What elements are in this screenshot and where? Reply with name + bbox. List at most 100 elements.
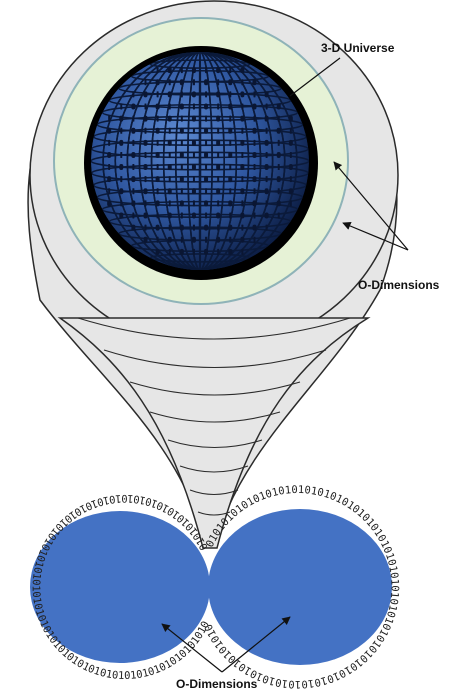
sphere-bit — [156, 115, 159, 122]
sphere-bit — [144, 79, 147, 86]
sphere-bit — [131, 127, 136, 134]
sphere-bit — [168, 224, 171, 231]
sphere-longitude — [138, 52, 262, 270]
sphere-bit — [240, 236, 245, 243]
sphere-bit — [253, 236, 256, 243]
sphere-bit — [216, 212, 221, 219]
sphere-bit — [216, 67, 221, 74]
sphere-bit — [240, 115, 245, 122]
sphere-bit — [191, 139, 196, 146]
sphere-bit — [228, 176, 233, 183]
sphere-bit — [228, 79, 233, 86]
sphere-bit — [132, 188, 135, 195]
sphere-bit — [156, 164, 159, 171]
sphere-bit — [241, 200, 244, 207]
sphere-bit — [167, 164, 172, 171]
sphere-bit — [167, 67, 172, 74]
sphere-bit — [131, 103, 136, 110]
sphere-bit — [265, 127, 268, 134]
sphere-bit — [204, 103, 209, 110]
sphere-bit — [180, 139, 183, 146]
sphere-longitude — [162, 52, 238, 270]
sphere-longitude — [174, 52, 226, 270]
label-universe: 3-D Universe — [321, 41, 395, 55]
sphere-bit — [155, 151, 160, 158]
sphere-bit — [143, 164, 148, 171]
sphere-bit — [204, 200, 209, 207]
sphere-bit — [240, 67, 245, 74]
sphere-bit — [276, 200, 281, 207]
sphere-bit — [289, 127, 292, 134]
sphere-bit — [277, 164, 280, 171]
sphere-bit — [119, 139, 124, 146]
sphere-bit — [180, 212, 183, 219]
sphere-bit — [143, 236, 148, 243]
sphere-bit — [167, 236, 172, 243]
sphere-bit — [252, 224, 257, 231]
sphere-longitude — [150, 52, 250, 270]
sphere-bit — [143, 188, 148, 195]
sphere-bit — [179, 151, 184, 158]
sphere-bit — [168, 127, 171, 134]
sphere-bit — [216, 236, 221, 243]
arrow-bottom-right — [221, 616, 291, 673]
sphere-bit — [167, 139, 172, 146]
sphere-bit — [168, 79, 171, 86]
sphere-bit — [253, 139, 256, 146]
sphere-bit — [156, 91, 159, 98]
sphere-bit — [156, 236, 159, 243]
sphere-bit — [119, 188, 124, 195]
sphere-bit — [253, 188, 256, 195]
sphere-bit — [265, 176, 268, 183]
label-dimensions-bottom: O-Dimensions — [176, 677, 258, 691]
sphere-bit — [241, 151, 244, 158]
sphere-bit — [144, 200, 147, 207]
sphere-bit — [253, 115, 256, 122]
sphere-bit — [107, 176, 112, 183]
sphere-bit — [143, 115, 148, 122]
sphere-bit — [217, 224, 220, 231]
sphere-bit — [252, 127, 257, 134]
sphere-bit — [191, 115, 196, 122]
sphere-bit — [120, 103, 123, 110]
sphere-bit — [289, 200, 292, 207]
sphere-bit — [204, 248, 209, 255]
sphere-bit — [119, 212, 124, 219]
sphere-bit — [168, 248, 171, 255]
sphere-bit — [228, 127, 233, 134]
sphere-bit — [191, 164, 196, 171]
sphere-bit — [276, 176, 281, 183]
sphere-bit — [179, 224, 184, 231]
sphere-bit — [288, 164, 293, 171]
sphere-bit — [131, 176, 136, 183]
sphere-bit — [216, 115, 221, 122]
sphere-bit — [277, 188, 280, 195]
sphere-bit — [217, 103, 220, 110]
sphere-bit — [241, 224, 244, 231]
sphere-bit — [155, 103, 160, 110]
sphere-bit — [241, 103, 244, 110]
sphere-bit — [179, 127, 184, 134]
sphere-bit — [264, 188, 269, 195]
sphere-bit — [253, 164, 256, 171]
sphere-bit — [204, 151, 209, 158]
sphere-bit — [144, 176, 147, 183]
sphere-bit — [144, 151, 147, 158]
sphere-bit — [253, 91, 256, 98]
sphere-bit — [241, 248, 244, 255]
sphere-bit — [228, 103, 233, 110]
sphere-bit — [216, 139, 221, 146]
sphere-bit — [241, 127, 244, 134]
sphere-bit — [155, 79, 160, 86]
sphere-bit — [229, 115, 232, 122]
sphere-bit — [156, 212, 159, 219]
sphere-bit — [229, 212, 232, 219]
sphere-bit — [205, 139, 208, 146]
sphere-bit — [252, 79, 257, 86]
sphere-bit — [155, 224, 160, 231]
sphere-bit — [191, 212, 196, 219]
sphere-bit — [132, 164, 135, 171]
sphere-bit — [217, 79, 220, 86]
sphere-bit — [191, 91, 196, 98]
